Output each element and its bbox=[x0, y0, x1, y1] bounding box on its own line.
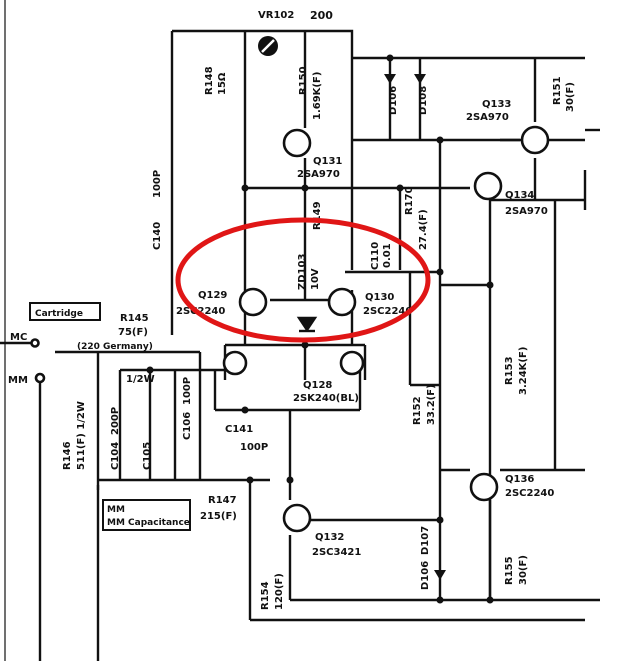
q128b-symbol bbox=[339, 350, 365, 376]
junction-dots bbox=[146, 54, 494, 604]
r154-label: R154 bbox=[260, 581, 271, 610]
c140-value: 100P bbox=[152, 170, 163, 198]
r147-value: 215(F) bbox=[200, 511, 237, 522]
zd103-label: ZD103 bbox=[297, 254, 308, 290]
c141-label: C141 bbox=[225, 424, 253, 435]
r146-value: 511(F) 1/2W bbox=[76, 401, 87, 470]
circuit-wires bbox=[0, 0, 600, 661]
highlight-ellipse bbox=[175, 217, 431, 343]
c106-value: 100P bbox=[182, 377, 193, 405]
vr102-trimmer bbox=[258, 36, 278, 56]
q133-label: Q133 bbox=[482, 99, 511, 110]
cartridge-label: Cartridge bbox=[35, 309, 83, 319]
half-watt-label: 1/2W bbox=[126, 374, 155, 385]
r145-label: R145 bbox=[120, 313, 149, 324]
r147-label: R147 bbox=[208, 495, 237, 506]
vr102-label: VR102 bbox=[258, 10, 294, 21]
q130-label: Q130 bbox=[365, 292, 394, 303]
c104-label: C104 bbox=[110, 442, 121, 470]
mc-terminal bbox=[30, 338, 40, 348]
q128-part: 2SK240(BL) bbox=[293, 393, 359, 404]
zd103-value: 10V bbox=[310, 268, 321, 290]
q129-symbol bbox=[238, 287, 268, 317]
r170-label: R170 bbox=[404, 186, 415, 215]
d106b-label: D106 bbox=[420, 561, 431, 590]
q128a-symbol bbox=[222, 350, 248, 376]
q134-label: Q134 bbox=[505, 190, 534, 201]
r148-label: R148 bbox=[204, 66, 215, 95]
r146-label: R146 bbox=[62, 441, 73, 470]
r150-label: R150 bbox=[298, 66, 309, 95]
q131-symbol bbox=[282, 128, 312, 158]
q134-symbol bbox=[473, 171, 503, 201]
c104-value: 200P bbox=[110, 407, 121, 435]
q132-symbol bbox=[282, 503, 312, 533]
c141-value: 100P bbox=[240, 442, 268, 453]
q132-part: 2SC3421 bbox=[312, 547, 361, 558]
r154-value: 120(F) bbox=[274, 573, 285, 610]
q130-symbol bbox=[327, 287, 357, 317]
q132-label: Q132 bbox=[315, 532, 344, 543]
q136-symbol bbox=[469, 472, 499, 502]
q131-label: Q131 bbox=[313, 156, 342, 167]
q133-symbol bbox=[520, 125, 550, 155]
r170-value: 27.4(F) bbox=[418, 209, 429, 250]
cartridge-box bbox=[29, 302, 101, 321]
r145-value: 75(F) bbox=[118, 327, 148, 338]
mm-terminal bbox=[34, 372, 46, 384]
d108-label: D108 bbox=[418, 86, 429, 115]
q130-part: 2SC2240 bbox=[363, 306, 412, 317]
mm-capacitance-label-2: MM Capacitance bbox=[107, 518, 190, 528]
r155-label: R155 bbox=[504, 556, 515, 585]
r152-value: 33.2(F) bbox=[426, 384, 437, 425]
r148-value: 15Ω bbox=[217, 72, 228, 95]
mm-label: MM bbox=[8, 375, 28, 386]
q131-part: 2SA970 bbox=[297, 169, 340, 180]
r149-label: R149 bbox=[312, 201, 323, 230]
c110-value: 0.01 bbox=[382, 243, 393, 268]
r152-label: R152 bbox=[412, 396, 423, 425]
r150-value: 1.69K(F) bbox=[312, 72, 323, 120]
r151-label: R151 bbox=[552, 76, 563, 105]
c106-label: C106 bbox=[182, 412, 193, 440]
mm-capacitance-box bbox=[102, 499, 191, 531]
q129-label: Q129 bbox=[198, 290, 227, 301]
diode-symbols bbox=[384, 74, 446, 580]
c105-label: C105 bbox=[142, 442, 153, 470]
q133-part: 2SA970 bbox=[466, 112, 509, 123]
q128-label: Q128 bbox=[303, 380, 332, 391]
zener-symbol bbox=[296, 316, 318, 333]
c140-label: C140 bbox=[152, 222, 163, 250]
q134-part: 2SA970 bbox=[505, 206, 548, 217]
r153-label: R153 bbox=[504, 356, 515, 385]
r153-value: 3.24K(F) bbox=[518, 347, 529, 395]
transistor-symbols bbox=[30, 125, 550, 533]
d107-label: D107 bbox=[420, 526, 431, 555]
q136-label: Q136 bbox=[505, 474, 534, 485]
r155-value: 30(F) bbox=[518, 555, 529, 585]
d106-label: D106 bbox=[388, 86, 399, 115]
q136-part: 2SC2240 bbox=[505, 488, 554, 499]
r151-value: 30(F) bbox=[565, 82, 576, 112]
c110-label: C110 bbox=[370, 242, 381, 270]
v200-label: 200 bbox=[310, 9, 333, 22]
mc-label: MC bbox=[10, 332, 27, 343]
r145-note: (220 Germany) bbox=[77, 342, 153, 352]
mm-capacitance-label-1: MM bbox=[107, 505, 125, 515]
